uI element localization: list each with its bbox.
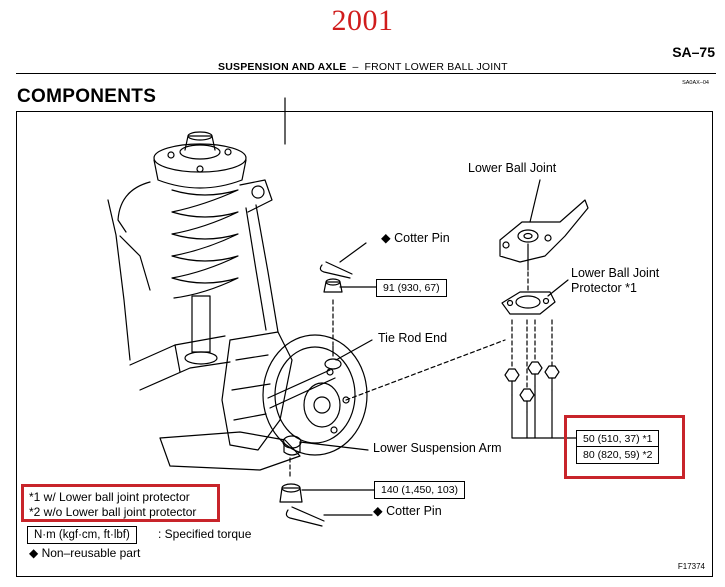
section-name: SUSPENSION AND AXLE [218, 61, 347, 73]
highlight-box-notes [21, 484, 220, 522]
label-lower-ball-joint: Lower Ball Joint [468, 161, 557, 175]
section-title: SUSPENSION AND AXLE–FRONT LOWER BALL JOI… [218, 61, 508, 73]
diagram-frame [16, 111, 713, 577]
protector-bolts [504, 319, 579, 439]
cotter-pin-bottom-icon [285, 506, 373, 527]
castle-nut-bottom [279, 483, 375, 503]
highlight-box-torque [564, 415, 685, 479]
upper-arm [117, 179, 279, 333]
torque-ball-joint-nut: 140 (1,450, 103) [374, 481, 466, 499]
label-tie-rod-end: Tie Rod End [378, 331, 448, 345]
strut-top-mount [153, 131, 247, 189]
page-title: COMPONENTS [17, 86, 157, 107]
note-protector: *1 w/ Lower ball joint protector [29, 490, 190, 504]
steering-knuckle [221, 331, 368, 456]
torque-tie-rod-nut: 91 (930, 67) [376, 279, 447, 297]
tie-rod-end [267, 345, 342, 409]
section-separator: – [352, 61, 359, 73]
figure-id: F17374 [677, 562, 705, 571]
shock-absorber [184, 295, 218, 365]
castle-nut-top [323, 278, 343, 293]
torque-description: : Specified torque [158, 527, 252, 541]
label-protector-line2: Protector *1 [571, 281, 638, 295]
coil-spring [171, 189, 239, 299]
small-ref-code: SA0AX–04 [682, 80, 709, 86]
label-protector-line1: Lower Ball Joint [571, 266, 660, 280]
label-lower-suspension-arm: Lower Suspension Arm [373, 441, 502, 455]
subsection-name: FRONT LOWER BALL JOINT [364, 61, 508, 73]
torque-protector-bolt-2: 80 (820, 59) *2 [576, 446, 660, 464]
note-no-protector: *2 w/o Lower ball joint protector [29, 505, 197, 519]
lower-ball-joint-protector-part [501, 271, 556, 315]
lower-ball-joint-part [499, 199, 589, 271]
label-cotter-pin-top: ◆ Cotter Pin [381, 231, 450, 245]
header-rule [16, 73, 716, 74]
cotter-pin-top-icon [319, 261, 353, 279]
torque-unit-box: N·m (kgf·cm, ft·lbf) [27, 526, 137, 544]
non-reusable-note: ◆ Non–reusable part [29, 546, 141, 560]
page-code: SA–75 [672, 44, 715, 60]
label-cotter-pin-bottom: ◆ Cotter Pin [373, 504, 442, 518]
year-annotation: 2001 [331, 4, 394, 37]
body-frame [107, 199, 231, 391]
torque-protector-bolt-1: 50 (510, 37) *1 [576, 430, 660, 448]
lower-suspension-arm [159, 431, 302, 471]
